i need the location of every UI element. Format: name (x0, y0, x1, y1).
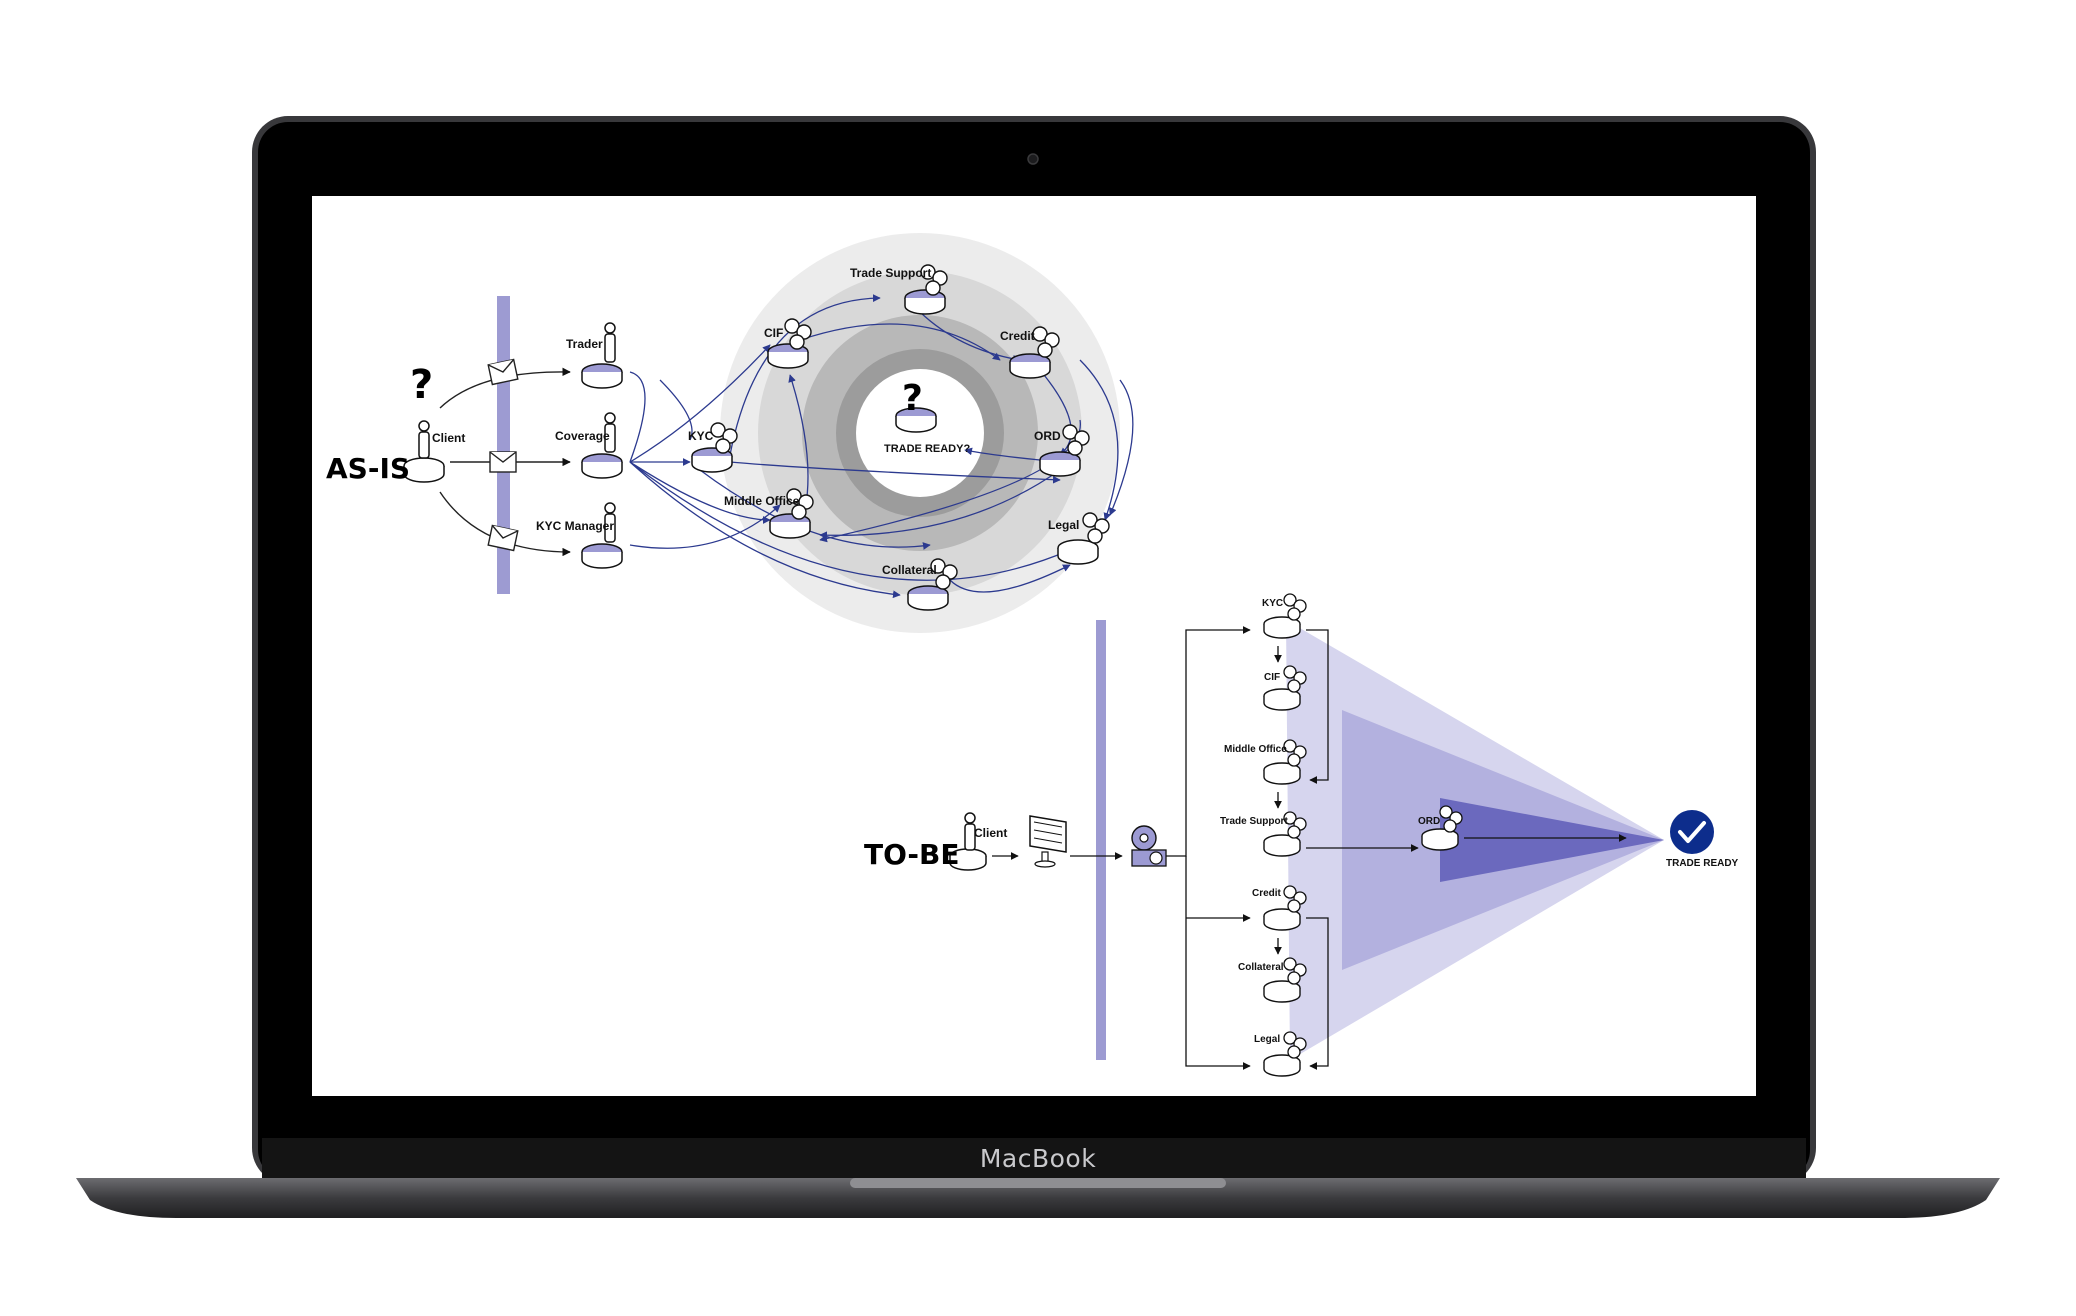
to-be-collateral-label: Collateral (1238, 962, 1284, 973)
base-notch (850, 1178, 1226, 1188)
laptop-base (76, 1178, 2000, 1218)
to-be-ord-label: ORD (1418, 816, 1440, 827)
kyc-manager-label: KYC Manager (536, 519, 614, 533)
collateral-label: Collateral (882, 563, 937, 577)
brand-label: MacBook (979, 1144, 1097, 1173)
as-is-flow-lines (629, 294, 1134, 599)
collateral-node (907, 558, 958, 611)
coverage-label: Coverage (555, 429, 610, 443)
ord-label: ORD (1034, 429, 1061, 443)
envelope-icon (489, 451, 517, 473)
trader-node (581, 322, 623, 389)
trade-ready-hub-icon: ? (895, 378, 937, 433)
checkmark-icon (1670, 810, 1714, 854)
to-be-ord-node (1421, 805, 1463, 851)
camera-icon (1027, 153, 1039, 165)
as-is-client-node: ? (403, 362, 445, 483)
to-be-title: TO-BE (864, 838, 960, 871)
middle-office-node (769, 488, 814, 539)
to-be-legal-node (1263, 1031, 1307, 1077)
svg-text:?: ? (410, 362, 433, 408)
to-be-credit-label: Credit (1252, 888, 1282, 899)
trade-support-node (904, 264, 948, 315)
screen-bottom-strip (262, 1138, 1806, 1180)
to-be-trade-support-node (1263, 811, 1307, 857)
middle-office-label: Middle Office (724, 494, 800, 508)
legal-node (1057, 512, 1110, 565)
ord-node (1039, 424, 1090, 477)
kyc-label: KYC (688, 429, 714, 443)
kyc-manager-node (581, 502, 623, 569)
to-be-middle-office-label: Middle Office (1224, 744, 1287, 755)
credit-label: Credit (1000, 329, 1035, 343)
to-be-trade-support-label: Trade Support (1220, 816, 1288, 827)
coverage-node (581, 412, 623, 479)
as-is-title: AS-IS (326, 452, 410, 485)
gear-icon (1131, 825, 1167, 867)
trade-ready-label: TRADE READY (1666, 858, 1739, 869)
to-be-kyc-label: KYC (1262, 598, 1283, 609)
hub-label: TRADE READY? (884, 443, 970, 455)
as-is-diagram: ? Client AS-IS Trader Coverage KYC Manag… (326, 233, 1134, 633)
svg-text:?: ? (902, 378, 923, 419)
trade-support-label: Trade Support (850, 266, 931, 280)
kyc-node (691, 422, 738, 473)
to-be-legal-label: Legal (1254, 1034, 1280, 1045)
legal-label: Legal (1048, 518, 1079, 532)
to-be-credit-node (1263, 885, 1307, 931)
credit-node (1009, 326, 1060, 379)
to-be-divider-bar (1096, 620, 1106, 1060)
to-be-kyc-node (1263, 593, 1307, 639)
to-be-cif-label: CIF (1264, 672, 1280, 683)
envelope-icon (487, 358, 519, 386)
to-be-middle-office-node (1263, 739, 1307, 785)
to-be-diagram: Client TO-BE (864, 593, 1739, 1077)
funnel-inner (1440, 798, 1664, 882)
to-be-collateral-node (1263, 957, 1307, 1003)
workstation-icon (1029, 815, 1067, 868)
to-be-client-label: Client (974, 826, 1007, 840)
as-is-client-label: Client (432, 431, 465, 445)
cif-label: CIF (764, 326, 783, 340)
cif-node (767, 318, 812, 369)
to-be-client-node (949, 812, 987, 871)
envelope-icon (487, 524, 519, 552)
halo-center (856, 369, 984, 497)
to-be-cif-node (1263, 665, 1307, 711)
trader-label: Trader (566, 337, 603, 351)
